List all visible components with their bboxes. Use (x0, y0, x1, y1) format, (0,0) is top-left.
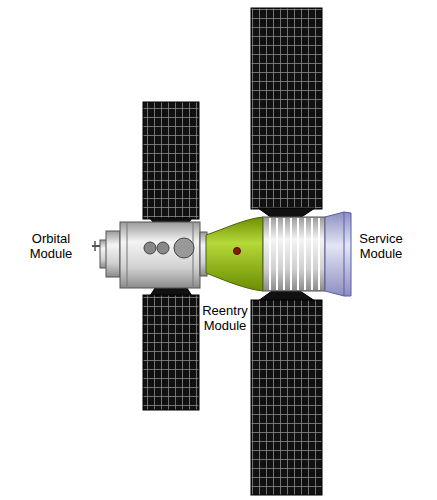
ring-band (269, 218, 271, 290)
ring-band (304, 218, 306, 290)
ring-band (318, 218, 320, 290)
service-module (263, 212, 351, 296)
part-label: Orbital Module (22, 231, 80, 261)
ring-band (297, 218, 299, 290)
ring-band (283, 218, 285, 290)
ring-band (276, 218, 278, 290)
part-label: Service Module (352, 231, 410, 261)
part-label: Reentry Module (199, 303, 251, 333)
ring-band (311, 218, 313, 290)
ring-band (290, 218, 292, 290)
reentry-module (206, 217, 263, 291)
orbital-module (92, 222, 207, 288)
